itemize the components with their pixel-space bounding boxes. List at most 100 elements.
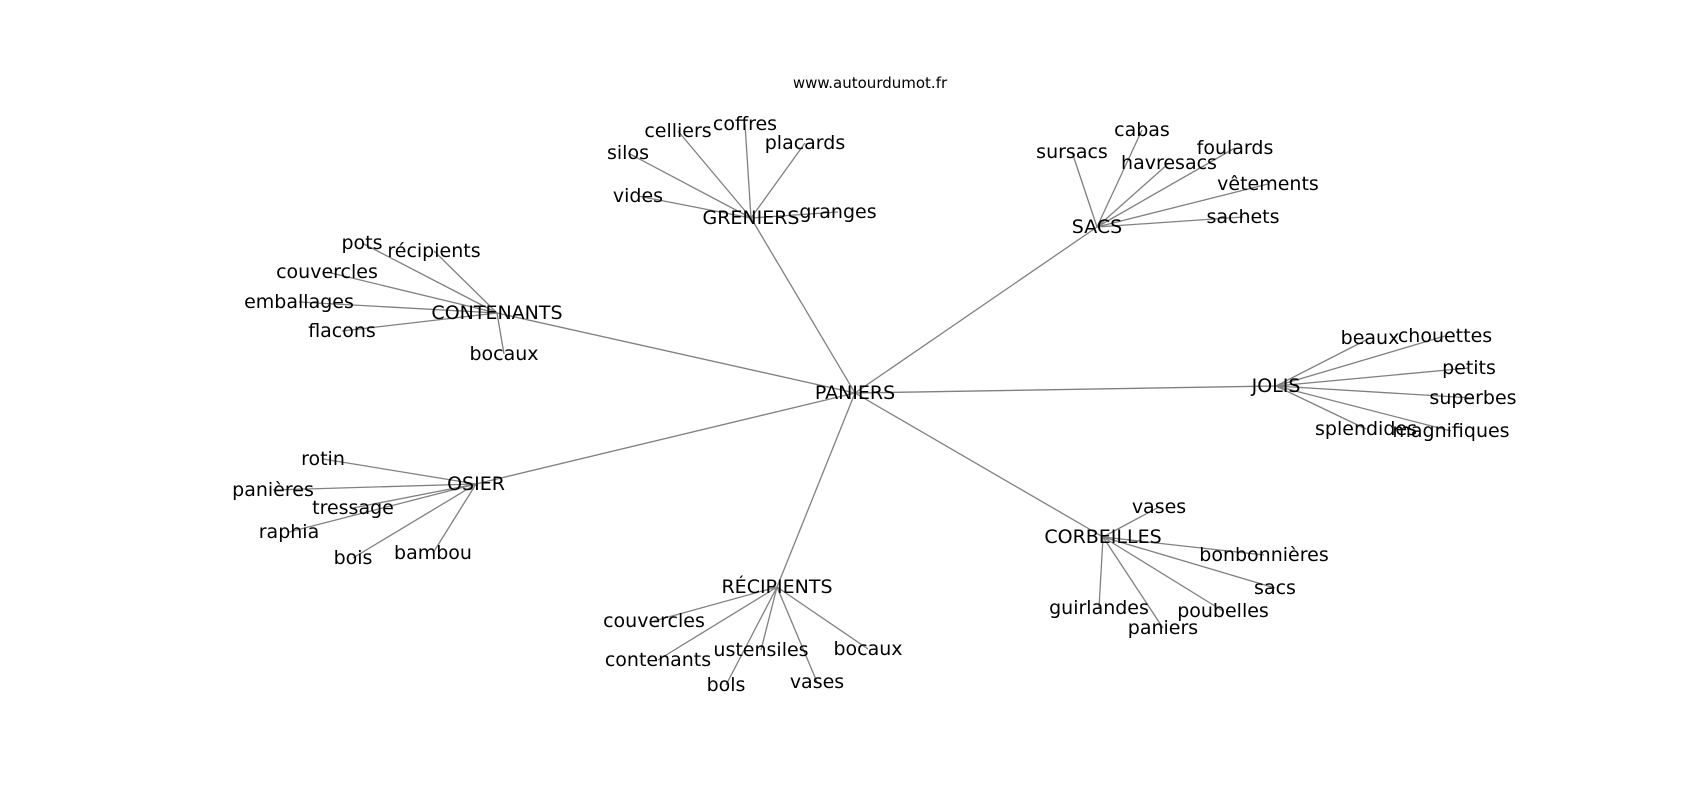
edge-4-1 bbox=[272, 483, 477, 491]
word-node: couvercles bbox=[603, 610, 705, 632]
cluster-node: CORBEILLES bbox=[1044, 526, 1161, 548]
word-node: sursacs bbox=[1036, 141, 1108, 163]
edge-root-5 bbox=[854, 392, 1104, 538]
edge-6-2 bbox=[760, 586, 778, 651]
word-node: bols bbox=[707, 674, 746, 696]
edge-1-2 bbox=[1096, 162, 1170, 228]
word-node: sacs bbox=[1254, 577, 1296, 599]
word-node: panières bbox=[232, 479, 314, 501]
edge-0-2 bbox=[744, 123, 752, 219]
edge-5-5 bbox=[1098, 536, 1104, 609]
edge-3-0 bbox=[1275, 337, 1371, 387]
word-node: bois bbox=[334, 547, 373, 569]
edge-3-5 bbox=[1275, 385, 1367, 430]
edge-5-3 bbox=[1102, 536, 1224, 612]
edge-6-0 bbox=[653, 586, 778, 622]
edge-6-3 bbox=[725, 586, 778, 686]
cluster-node: SACS bbox=[1072, 216, 1122, 238]
word-node: coffres bbox=[713, 113, 777, 135]
edge-4-4 bbox=[352, 483, 477, 559]
word-node: pots bbox=[341, 232, 382, 254]
word-node: sachets bbox=[1206, 206, 1279, 228]
edge-1-0 bbox=[1071, 151, 1098, 228]
edge-root-0 bbox=[750, 217, 856, 394]
word-node: granges bbox=[799, 201, 876, 223]
edge-5-2 bbox=[1102, 536, 1276, 589]
edge-0-3 bbox=[750, 142, 806, 219]
edge-2-0 bbox=[361, 242, 498, 314]
word-node: bonbonnières bbox=[1199, 544, 1328, 566]
edge-1-5 bbox=[1096, 216, 1244, 228]
word-node: foulards bbox=[1197, 137, 1274, 159]
cluster-node: CONTENANTS bbox=[431, 302, 562, 324]
edge-1-1 bbox=[1096, 129, 1143, 228]
edge-0-0 bbox=[627, 152, 752, 219]
edge-2-5 bbox=[496, 312, 505, 355]
word-node: contenants bbox=[605, 649, 711, 671]
word-node: paniers bbox=[1128, 617, 1198, 639]
edge-5-1 bbox=[1102, 536, 1265, 556]
word-node: celliers bbox=[644, 120, 711, 142]
word-node: rotin bbox=[301, 448, 345, 470]
edge-5-0 bbox=[1102, 506, 1160, 538]
edge-4-3 bbox=[288, 483, 477, 533]
word-node: bocaux bbox=[469, 343, 538, 365]
cluster-node: GRENIERS bbox=[702, 207, 799, 229]
edge-root-6 bbox=[776, 392, 856, 588]
edge-root-1 bbox=[854, 226, 1098, 394]
edges bbox=[272, 123, 1474, 686]
word-node: havresacs bbox=[1121, 152, 1217, 174]
word-node: tressage bbox=[312, 497, 394, 519]
word-node: placards bbox=[765, 132, 846, 154]
word-node: poubelles bbox=[1177, 600, 1269, 622]
edge-6-5 bbox=[776, 586, 869, 650]
edge-root-4 bbox=[475, 392, 856, 485]
edge-4-5 bbox=[432, 483, 477, 554]
edge-0-4 bbox=[637, 195, 752, 219]
word-node: guirlandes bbox=[1049, 597, 1149, 619]
word-node: superbes bbox=[1429, 387, 1516, 409]
edge-0-1 bbox=[677, 130, 752, 219]
word-node: silos bbox=[607, 142, 649, 164]
edge-3-2 bbox=[1275, 367, 1470, 387]
edge-3-1 bbox=[1275, 335, 1446, 387]
word-node: vêtements bbox=[1217, 173, 1319, 195]
edge-3-4 bbox=[1275, 385, 1452, 432]
word-node: vases bbox=[790, 671, 844, 693]
word-node: chouettes bbox=[1398, 325, 1492, 347]
word-node: vides bbox=[613, 185, 663, 207]
edge-1-4 bbox=[1096, 183, 1269, 228]
edge-4-0 bbox=[322, 458, 477, 485]
root-node: PANIERS bbox=[815, 382, 895, 404]
word-node: petits bbox=[1442, 357, 1496, 379]
word-node: couvercles bbox=[276, 261, 378, 283]
word-node: bambou bbox=[394, 542, 472, 564]
word-node: cabas bbox=[1114, 119, 1170, 141]
edge-6-4 bbox=[776, 586, 818, 683]
word-node: emballages bbox=[244, 291, 354, 313]
edge-2-2 bbox=[326, 271, 498, 314]
word-node: beaux bbox=[1341, 327, 1400, 349]
edge-2-4 bbox=[341, 312, 498, 332]
edge-3-3 bbox=[1275, 385, 1474, 399]
word-node: bocaux bbox=[833, 638, 902, 660]
word-node: récipients bbox=[387, 240, 480, 262]
word-node: flacons bbox=[308, 320, 376, 342]
edge-root-3 bbox=[854, 385, 1277, 394]
edge-4-2 bbox=[352, 483, 477, 509]
word-node: splendides bbox=[1315, 418, 1417, 440]
word-node: vases bbox=[1132, 496, 1186, 518]
edge-2-3 bbox=[298, 301, 498, 314]
word-node: raphia bbox=[259, 521, 319, 543]
edge-root-2 bbox=[496, 312, 856, 394]
site-url: www.autourdumot.fr bbox=[793, 74, 948, 92]
cluster-node: RÉCIPIENTS bbox=[721, 575, 832, 598]
word-node: magnifiques bbox=[1392, 420, 1509, 442]
edge-1-3 bbox=[1096, 147, 1236, 228]
edge-6-1 bbox=[657, 586, 778, 661]
edge-2-1 bbox=[433, 250, 498, 314]
cluster-node: JOLIS bbox=[1251, 375, 1301, 397]
edge-0-5 bbox=[750, 211, 839, 219]
